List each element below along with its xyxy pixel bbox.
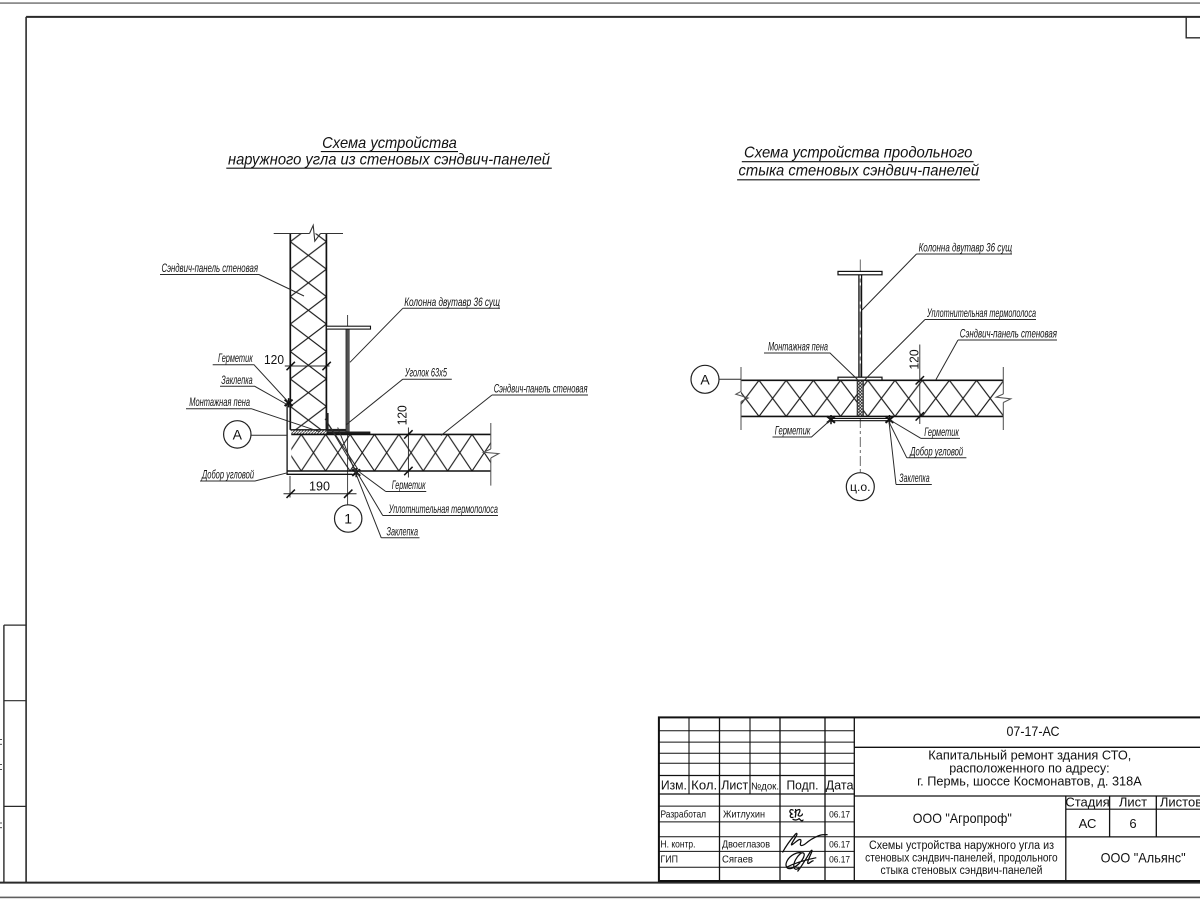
svg-text:А: А — [233, 426, 243, 442]
svg-text:стеновых сэндвич-панелей, прод: стеновых сэндвич-панелей, продольного — [865, 853, 1058, 865]
svg-text:Дата: Дата — [826, 778, 855, 793]
svg-text:06.17: 06.17 — [829, 840, 850, 851]
svg-text:ГИП: ГИП — [661, 854, 679, 866]
svg-text:Кол.: Кол. — [691, 778, 717, 793]
svg-text:Сэндвич-панель стеновая: Сэндвич-панель стеновая — [494, 382, 588, 396]
svg-text:06.17: 06.17 — [829, 855, 850, 866]
svg-text:120: 120 — [394, 405, 409, 425]
svg-text:Герметик: Герметик — [924, 425, 960, 439]
svg-text:Схема устройства продольного: Схема устройства продольного — [744, 145, 972, 162]
svg-text:Монтажная пена: Монтажная пена — [768, 340, 828, 354]
svg-text:Герметик: Герметик — [775, 424, 812, 438]
svg-text:Стадия: Стадия — [1065, 795, 1109, 810]
svg-text:Уголок 63х5: Уголок 63х5 — [404, 366, 447, 380]
svg-text:Подп. и дата: Подп. и дата — [0, 723, 3, 782]
svg-text:120: 120 — [264, 352, 284, 367]
svg-text:Житлухин: Житлухин — [723, 809, 765, 821]
svg-text:А: А — [700, 371, 710, 387]
svg-text:6: 6 — [1129, 816, 1136, 831]
svg-text:Колонна двутавр 36 сущ: Колонна двутавр 36 сущ — [919, 241, 1012, 255]
svg-text:120: 120 — [907, 350, 922, 370]
svg-text:Изм.: Изм. — [661, 778, 687, 793]
svg-text:Лист: Лист — [721, 778, 748, 793]
svg-text:Добор угловой: Добор угловой — [909, 444, 964, 458]
svg-text:Н. контр.: Н. контр. — [661, 839, 696, 851]
svg-text:Инв. № подл.: Инв. № подл. — [0, 814, 3, 876]
svg-text:Заклепка: Заклепка — [221, 373, 253, 387]
svg-text:Уплотнительная термополоса: Уплотнительная термополоса — [388, 502, 498, 516]
svg-text:Заклепка: Заклепка — [387, 524, 419, 538]
svg-text:Лист: Лист — [1119, 795, 1147, 810]
svg-text:1: 1 — [344, 511, 352, 527]
svg-text:Листов: Листов — [1160, 795, 1200, 810]
svg-text:Разработал: Разработал — [661, 809, 707, 821]
svg-text:Уплотнительная термополоса: Уплотнительная термополоса — [926, 306, 1036, 320]
svg-text:Герметик: Герметик — [392, 478, 427, 492]
svg-text:№док.: №док. — [751, 782, 779, 793]
svg-text:06.17: 06.17 — [829, 810, 850, 821]
svg-text:Сэндвич-панель стеновая: Сэндвич-панель стеновая — [960, 327, 1058, 341]
svg-text:Двоеглазов: Двоеглазов — [722, 839, 770, 851]
svg-text:ООО "Альянс": ООО "Альянс" — [1101, 850, 1186, 866]
svg-text:Капитальный ремонт здания СТО,: Капитальный ремонт здания СТО, — [928, 748, 1131, 763]
svg-text:Взам. инв. №: Взам. инв. № — [0, 632, 3, 694]
svg-text:Сягаев: Сягаев — [722, 854, 753, 866]
svg-text:07-17-АС: 07-17-АС — [1007, 723, 1060, 739]
svg-text:Заклепка: Заклепка — [899, 471, 929, 485]
svg-text:г. Пермь, шоссе Космонавтов, д: г. Пермь, шоссе Космонавтов, д. 318А — [917, 774, 1142, 789]
svg-text:наружного угла из стеновых сэн: наружного угла из стеновых сэндвич-панел… — [228, 152, 550, 169]
svg-text:Сэндвич-панель стеновая: Сэндвич-панель стеновая — [162, 261, 259, 275]
svg-text:расположенного по адресу:: расположенного по адресу: — [949, 761, 1109, 776]
svg-text:Схемы устройства наружного угл: Схемы устройства наружного угла из — [869, 840, 1054, 852]
svg-text:Колонна двутавр 36 сущ: Колонна двутавр 36 сущ — [404, 295, 500, 309]
svg-text:стыка стеновых сэндвич-панелей: стыка стеновых сэндвич-панелей — [739, 163, 980, 180]
svg-text:ООО "Агропроф": ООО "Агропроф" — [913, 810, 1012, 826]
svg-text:стыка стеновых сэндвич-панелей: стыка стеновых сэндвич-панелей — [881, 865, 1043, 877]
svg-text:Схема устройства: Схема устройства — [322, 135, 457, 152]
svg-text:Герметик: Герметик — [218, 351, 254, 365]
svg-text:ц.о.: ц.о. — [850, 482, 871, 494]
svg-text:190: 190 — [309, 479, 330, 494]
svg-text:Подп.: Подп. — [787, 778, 819, 793]
svg-text:Монтажная пена: Монтажная пена — [189, 395, 250, 409]
svg-text:Добор угловой: Добор угловой — [201, 468, 254, 482]
svg-text:АС: АС — [1079, 816, 1097, 831]
